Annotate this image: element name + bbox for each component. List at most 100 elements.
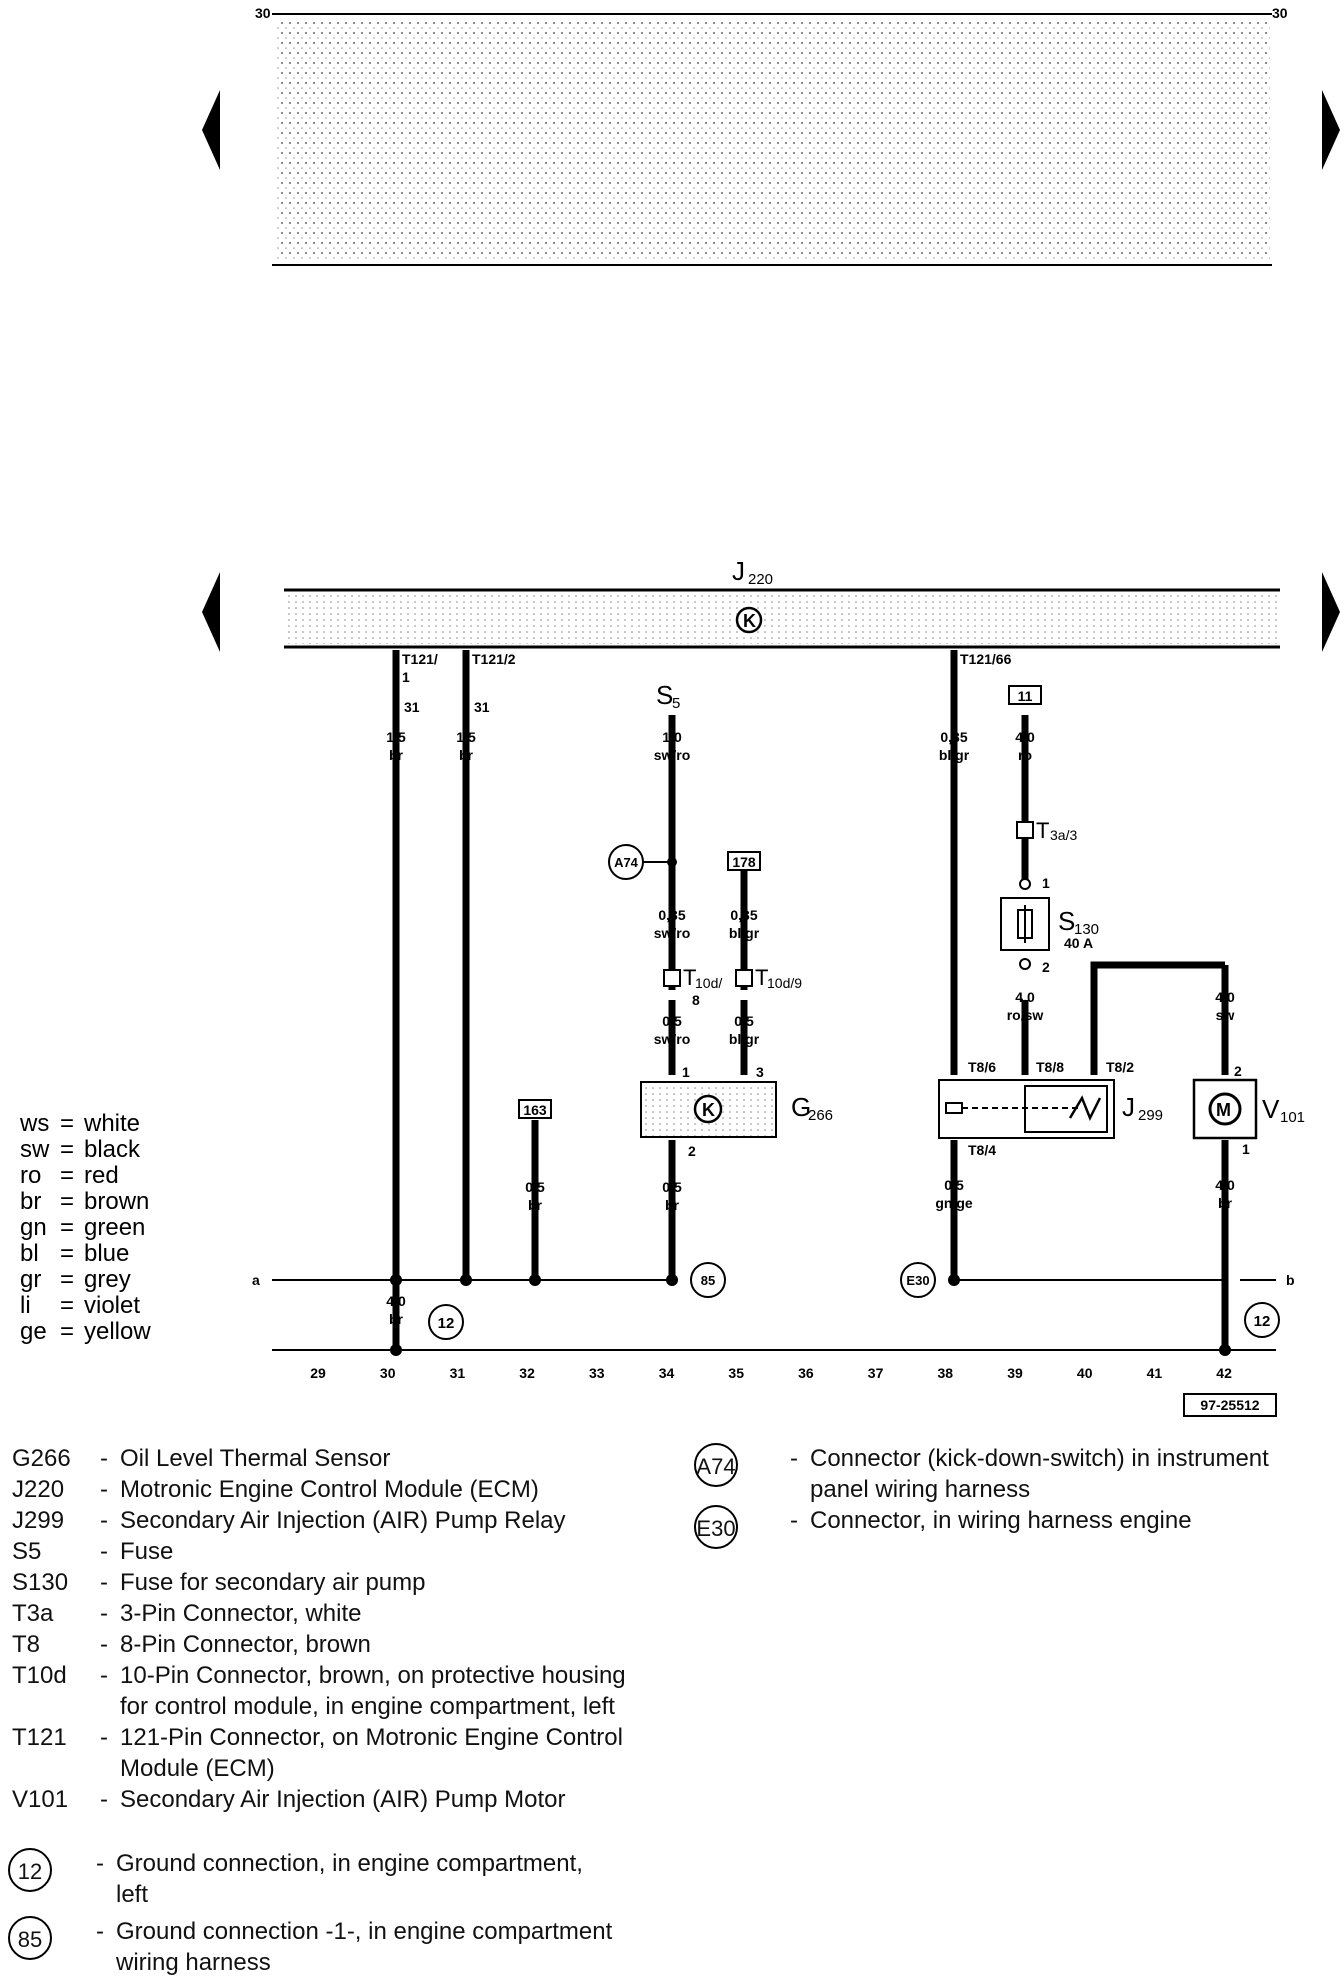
color-key-row: ge=yellow bbox=[20, 1319, 151, 1345]
svg-text:bl/gr: bl/gr bbox=[729, 1031, 760, 1047]
legend-description: 3-Pin Connector, white bbox=[120, 1600, 362, 1627]
track-number: 38 bbox=[938, 1365, 954, 1381]
color-key-row: gn = green bbox=[20, 1215, 151, 1241]
svg-text:sw/ro: sw/ro bbox=[654, 1031, 691, 1047]
svg-text:11: 11 bbox=[1018, 688, 1033, 704]
wires bbox=[392, 650, 1229, 1350]
legend-code: 85 bbox=[8, 1916, 96, 1978]
legend-item: J220-Motronic Engine Control Module (ECM… bbox=[12, 1474, 652, 1505]
legend-connectors: A74-Connector (kick-down-switch) in inst… bbox=[694, 1443, 1334, 1549]
color-equals: = bbox=[60, 1110, 75, 1137]
legend-description: Secondary Air Injection (AIR) Pump Motor bbox=[120, 1786, 566, 1813]
svg-text:br: br bbox=[389, 747, 404, 763]
track-number: 32 bbox=[519, 1365, 535, 1381]
svg-text:A74: A74 bbox=[614, 855, 639, 870]
svg-text:S: S bbox=[656, 680, 673, 710]
legend-grounds: 12-Ground connection, in engine compartm… bbox=[8, 1848, 648, 1984]
svg-text:T8/2: T8/2 bbox=[1106, 1059, 1134, 1075]
svg-text:266: 266 bbox=[808, 1107, 833, 1124]
fuse-s5: S 5 bbox=[656, 680, 680, 712]
color-key-row: br=brown bbox=[20, 1189, 151, 1215]
color-abbr: ro bbox=[20, 1162, 42, 1189]
prev-page-arrow-icon[interactable] bbox=[202, 90, 220, 170]
legend-description: Fuse bbox=[120, 1538, 174, 1565]
legend-dash: - bbox=[100, 1569, 108, 1596]
color-abbr: gn bbox=[20, 1214, 47, 1241]
color-key-row: li=violet bbox=[20, 1293, 151, 1319]
color-name: white bbox=[84, 1110, 141, 1137]
pin-t121-1: T121/ bbox=[402, 651, 438, 667]
legend-code: 12 bbox=[8, 1848, 96, 1910]
legend-code: G266 bbox=[12, 1445, 71, 1472]
svg-text:1: 1 bbox=[402, 669, 410, 685]
svg-text:130: 130 bbox=[1074, 921, 1099, 938]
color-name: violet bbox=[84, 1292, 141, 1319]
svg-text:1: 1 bbox=[1242, 1141, 1250, 1157]
legend-dash: - bbox=[96, 1850, 104, 1877]
color-key-row: gr=grey bbox=[20, 1267, 151, 1293]
prev-page-arrow-icon-2[interactable] bbox=[202, 572, 220, 652]
relay-j299: T8/6 T8/8 T8/2 T8/4 J 299 bbox=[938, 1059, 1163, 1158]
color-equals: = bbox=[60, 1136, 75, 1163]
color-key-row: ws=white bbox=[20, 1111, 151, 1137]
track-number: 36 bbox=[798, 1365, 814, 1381]
legend-item: T10d-10-Pin Connector, brown, on protect… bbox=[12, 1660, 652, 1722]
top-panel: 30 30 bbox=[255, 5, 1288, 266]
top-panel-label-left: 30 bbox=[255, 5, 271, 21]
legend-item: S130-Fuse for secondary air pump bbox=[12, 1567, 652, 1598]
svg-text:0,5: 0,5 bbox=[662, 1013, 682, 1029]
legend-item: S5-Fuse bbox=[12, 1536, 652, 1567]
legend-dash: - bbox=[100, 1476, 108, 1503]
svg-text:1,5: 1,5 bbox=[386, 729, 406, 745]
svg-text:gn/ge: gn/ge bbox=[935, 1195, 973, 1211]
legend-description: 8-Pin Connector, brown bbox=[120, 1631, 371, 1658]
legend-code: S5 bbox=[12, 1538, 42, 1565]
legend-dash: - bbox=[100, 1445, 108, 1472]
color-equals: = bbox=[60, 1188, 75, 1215]
svg-text:0,5: 0,5 bbox=[525, 1179, 545, 1195]
legend-description: Fuse for secondary air pump bbox=[120, 1569, 426, 1596]
legend-code: A74 bbox=[694, 1443, 790, 1505]
svg-text:br: br bbox=[459, 747, 474, 763]
svg-text:bl/gr: bl/gr bbox=[939, 747, 970, 763]
color-equals: = bbox=[60, 1162, 75, 1189]
color-name: green bbox=[84, 1214, 146, 1241]
svg-text:1: 1 bbox=[682, 1064, 690, 1080]
svg-text:4,0: 4,0 bbox=[1015, 729, 1035, 745]
svg-text:3a/3: 3a/3 bbox=[1050, 827, 1077, 843]
svg-text:T: T bbox=[1036, 818, 1049, 843]
legend-code: J220 bbox=[12, 1476, 65, 1503]
svg-text:4,0: 4,0 bbox=[1215, 1177, 1235, 1193]
legend-dash: - bbox=[790, 1445, 798, 1472]
ref-box-178: 178 bbox=[727, 851, 761, 871]
j220-label: J bbox=[732, 556, 745, 586]
track-number: 33 bbox=[589, 1365, 605, 1381]
color-equals: = bbox=[60, 1214, 75, 1241]
svg-text:1,0: 1,0 bbox=[662, 729, 682, 745]
next-page-arrow-icon-2[interactable] bbox=[1322, 572, 1340, 652]
legend-description: Oil Level Thermal Sensor bbox=[120, 1445, 391, 1472]
legend-description: Connector (kick-down-switch) in instrume… bbox=[810, 1445, 1269, 1503]
svg-text:ro/sw: ro/sw bbox=[1007, 1007, 1044, 1023]
legend-item: E30-Connector, in wiring harness engine bbox=[694, 1505, 1334, 1549]
svg-text:br: br bbox=[528, 1197, 543, 1213]
svg-text:8: 8 bbox=[692, 992, 700, 1008]
svg-text:299: 299 bbox=[1138, 1107, 1163, 1124]
svg-text:sw: sw bbox=[1216, 1007, 1235, 1023]
ref-box-163: 163 bbox=[518, 1099, 552, 1119]
sensor-g266: K 1 3 2 G 266 bbox=[640, 1064, 833, 1159]
track-number: 41 bbox=[1147, 1365, 1163, 1381]
legend-item: A74-Connector (kick-down-switch) in inst… bbox=[694, 1443, 1334, 1505]
svg-text:0,35: 0,35 bbox=[730, 907, 757, 923]
svg-text:b: b bbox=[1286, 1272, 1295, 1288]
legend-dash: - bbox=[96, 1918, 104, 1945]
track-number: 35 bbox=[728, 1365, 744, 1381]
svg-text:101: 101 bbox=[1280, 1109, 1305, 1126]
legend-description: 121-Pin Connector, on Motronic Engine Co… bbox=[120, 1724, 623, 1782]
legend-item: J299-Secondary Air Injection (AIR) Pump … bbox=[12, 1505, 652, 1536]
fuse-s130: 1 2 S 130 40 A bbox=[1000, 875, 1099, 975]
color-abbr: gr bbox=[20, 1266, 42, 1293]
next-page-arrow-icon[interactable] bbox=[1322, 90, 1340, 170]
svg-text:sw/ro: sw/ro bbox=[654, 925, 691, 941]
legend-item: T121-121-Pin Connector, on Motronic Engi… bbox=[12, 1722, 652, 1784]
